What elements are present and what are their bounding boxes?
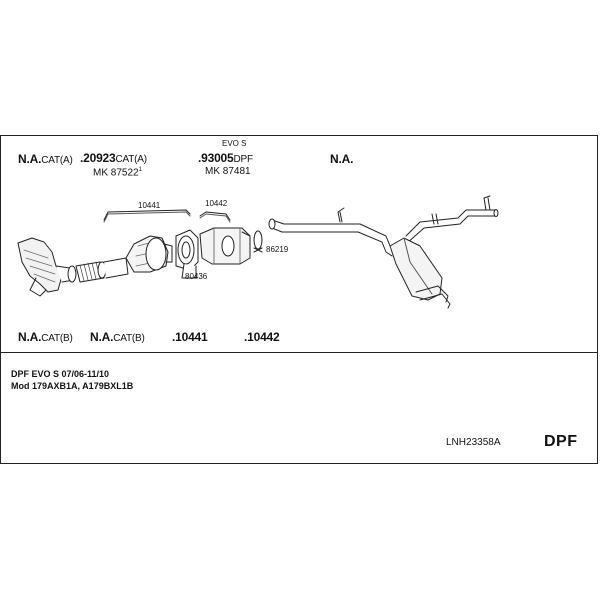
- top-pos2-mk: MK 875221: [93, 167, 142, 179]
- bottom-pos3-label: .10441: [172, 330, 208, 344]
- callout-80436: 80436: [185, 272, 208, 281]
- top-pos2-label: .20923CAT(A): [80, 151, 147, 165]
- callout-10442: 10442: [205, 199, 228, 208]
- article-code: LNH23358A: [446, 437, 501, 448]
- diagram-frame: [0, 135, 598, 464]
- front-catalyst-part: [125, 235, 173, 273]
- top-pos3-label: .93005DPF: [198, 151, 253, 165]
- callout-86219: 86219: [266, 245, 289, 254]
- product-type: DPF: [544, 433, 578, 450]
- top-pos1-label: N.A.CAT(A): [18, 152, 73, 166]
- divider-line: [0, 352, 598, 353]
- callout-10441: 10441: [138, 201, 161, 210]
- gasket-86219-part: [253, 230, 263, 253]
- bracket-10441-part: [103, 209, 191, 223]
- bottom-pos2-label: N.A.CAT(B): [90, 330, 145, 344]
- rear-pipe-part: [268, 195, 499, 257]
- top-pos3-mk: MK 87481: [205, 166, 251, 177]
- top-pos3-header: EVO S: [222, 139, 247, 148]
- info-line-2: Mod 179AXB1A, A179BXL1B: [11, 381, 134, 391]
- rear-muffler-part: [389, 237, 451, 309]
- info-line-1: DPF EVO S 07/06-11/10: [11, 369, 110, 379]
- bottom-pos1-label: N.A.CAT(B): [18, 330, 73, 344]
- bottom-pos4-label: .10442: [244, 330, 280, 344]
- dpf-part: [175, 227, 251, 279]
- flex-pipe-part: [75, 257, 129, 283]
- manifold-catalyst-part: [17, 237, 77, 297]
- bracket-10442-part: [199, 211, 231, 223]
- top-pos4-label: N.A.: [330, 152, 354, 166]
